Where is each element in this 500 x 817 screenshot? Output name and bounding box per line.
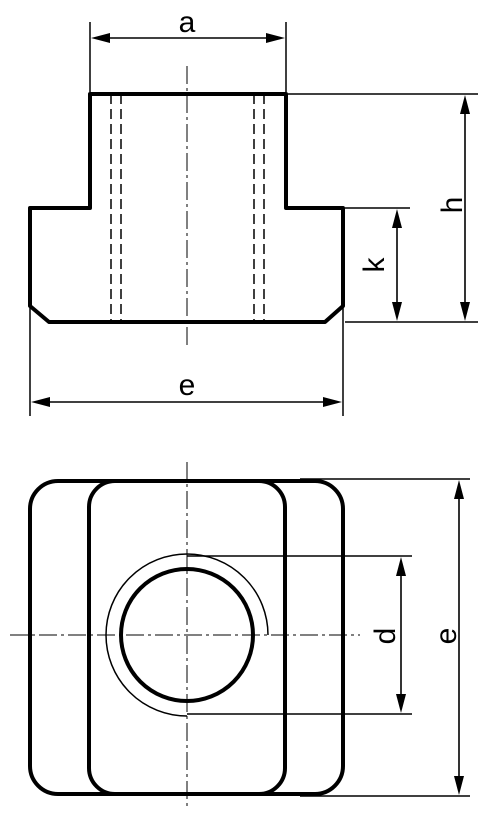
dimension-d: d (187, 555, 412, 715)
dimension-e-front: e (29, 308, 344, 416)
dimension-h: h (288, 93, 478, 323)
arrowhead (392, 302, 402, 321)
arrowhead (396, 557, 406, 576)
dimension-label-h: h (436, 197, 469, 214)
dimension-a: a (89, 6, 287, 92)
front-outline (28, 92, 345, 324)
arrowhead (454, 480, 464, 499)
arrowhead (266, 33, 285, 43)
arrowhead (460, 302, 470, 321)
dimension-k: k (345, 207, 410, 321)
arrowhead (454, 776, 464, 795)
dimension-label-e-top: e (430, 628, 463, 645)
dimension-label-e-front: e (179, 369, 196, 402)
arrowhead (323, 397, 342, 407)
front-view (28, 66, 345, 346)
arrowhead (31, 397, 50, 407)
dimension-label-k: k (358, 257, 391, 273)
top-view (10, 462, 360, 808)
dimension-label-d: d (369, 628, 402, 645)
arrowhead (91, 33, 110, 43)
arrowhead (460, 95, 470, 114)
arrowhead (392, 209, 402, 228)
arrowhead (396, 694, 406, 713)
dimension-label-a: a (179, 6, 196, 39)
thread-outer-arc (105, 553, 269, 717)
dimension-e-top: e (300, 478, 470, 797)
